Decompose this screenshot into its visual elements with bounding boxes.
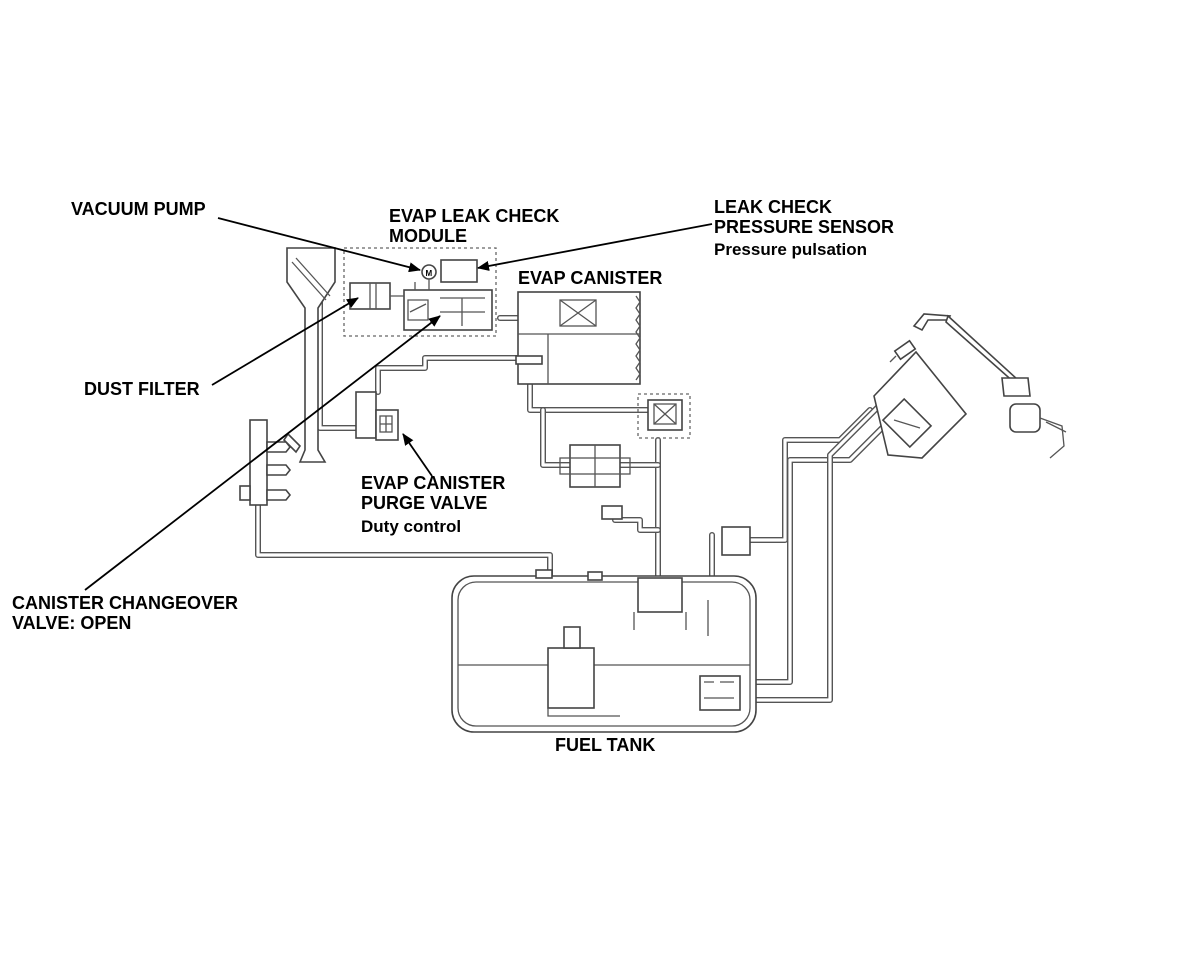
- canister-changeover-valve: [637, 393, 691, 439]
- leak-check-module-label-line2: MODULE: [389, 226, 467, 246]
- pressure-sensor-label-line2: PRESSURE SENSOR: [714, 217, 895, 237]
- leak-check-module-label: EVAP LEAK CHECK MODULE: [389, 206, 559, 246]
- svg-text:M: M: [426, 269, 433, 278]
- evap-leak-check-module: M: [343, 247, 497, 337]
- vacuum-pump-label-text: VACUUM PUMP: [71, 199, 206, 219]
- dust-filter-label-text: DUST FILTER: [84, 379, 200, 399]
- leak-check-module-label-line1: EVAP LEAK CHECK: [389, 206, 560, 226]
- changeover-valve-label: CANISTER CHANGEOVER VALVE: OPEN: [12, 593, 238, 633]
- evap-canister-label-text: EVAP CANISTER: [518, 268, 663, 288]
- purge-valve-label: EVAP CANISTER PURGE VALVE Duty control: [361, 473, 505, 537]
- changeover-valve-label-line1: CANISTER CHANGEOVER: [12, 593, 239, 613]
- vacuum-pump-label: VACUUM PUMP: [71, 199, 206, 219]
- pressure-sensor-label: LEAK CHECK PRESSURE SENSOR Pressure puls…: [714, 197, 894, 260]
- fuel-tank-label-text: FUEL TANK: [555, 735, 656, 755]
- pipes: [255, 297, 893, 703]
- pressure-sensor-note: Pressure pulsation: [714, 240, 868, 259]
- fuel-filler-neck: [873, 313, 1067, 459]
- evap-canister-purge-valve: [355, 391, 399, 441]
- two-way-valve: [559, 444, 631, 488]
- intake-manifold-assembly: [239, 247, 336, 506]
- leader-lines: [84, 217, 713, 591]
- tank-pressure-sensor: [601, 505, 623, 520]
- fuel-tank-label: FUEL TANK: [555, 735, 655, 755]
- pressure-sensor-label-line1: LEAK CHECK: [714, 197, 833, 217]
- evap-canister: [515, 291, 641, 385]
- fuel-tank-body: [451, 526, 757, 733]
- changeover-valve-label-line2: VALVE: OPEN: [12, 613, 132, 633]
- purge-valve-label-line2: PURGE VALVE: [361, 493, 488, 513]
- dust-filter-label: DUST FILTER: [84, 379, 200, 399]
- evap-canister-label: EVAP CANISTER: [518, 268, 662, 288]
- purge-valve-label-line1: EVAP CANISTER: [361, 473, 506, 493]
- purge-valve-note: Duty control: [361, 517, 462, 536]
